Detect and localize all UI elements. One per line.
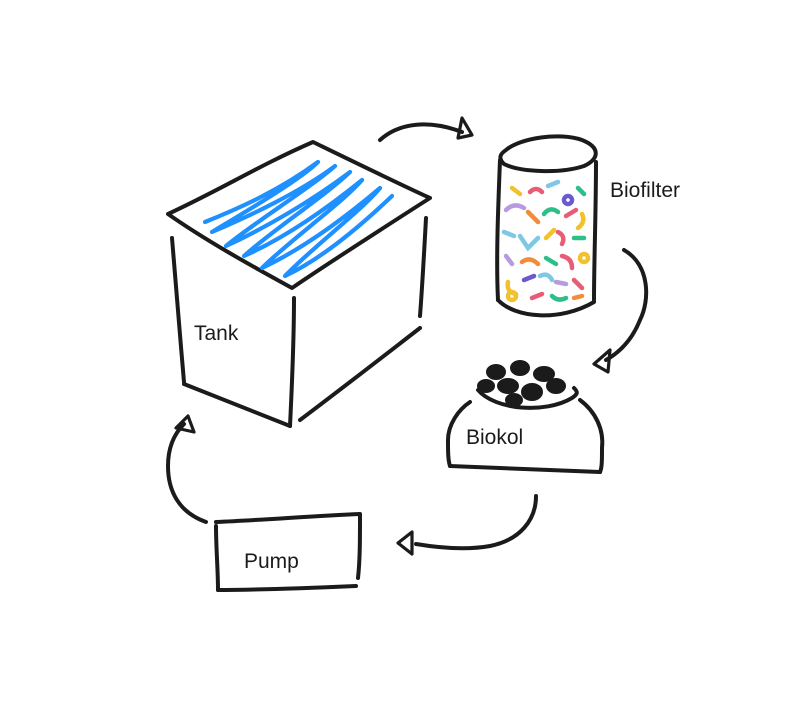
biokol-label: Biokol <box>466 426 524 449</box>
pump-label: Pump <box>244 550 299 573</box>
pump-box-icon <box>214 512 362 592</box>
filter-cylinder-icon <box>495 134 598 318</box>
tank-label: Tank <box>194 322 239 345</box>
tank-icon <box>166 140 432 428</box>
arrow-tank-to-biofilter <box>378 116 474 142</box>
arrow-biokol-to-pump <box>396 494 538 556</box>
arrow-biofilter-to-biokol <box>592 248 649 374</box>
water-icon <box>202 159 395 279</box>
charcoal-bowl-icon <box>446 360 605 474</box>
arrow-pump-to-tank <box>166 414 208 524</box>
biofilter-label: Biofilter <box>610 179 681 202</box>
charcoal-pieces-icon <box>477 360 566 407</box>
filter-media-icon <box>501 179 591 303</box>
